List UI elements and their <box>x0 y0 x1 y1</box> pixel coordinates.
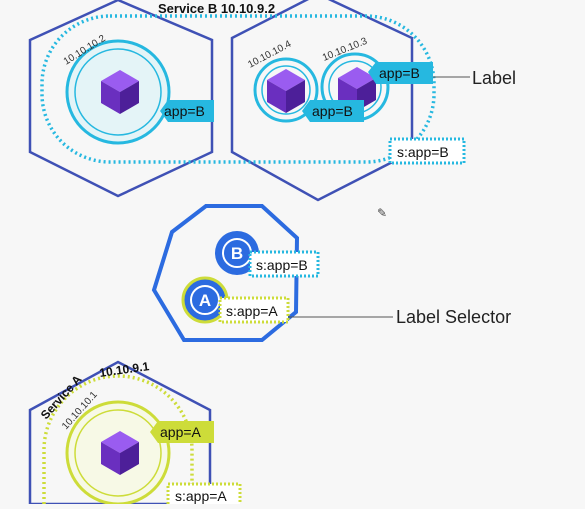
label-tag-shape <box>368 62 433 84</box>
node-hexagon <box>28 0 214 198</box>
selector-tag-box <box>218 296 290 324</box>
pod-label-tag: app=B <box>312 103 353 119</box>
service-a-pod-label: app=A <box>160 424 202 440</box>
node-hexagon <box>28 360 212 506</box>
pod-inner-circle <box>74 409 162 497</box>
service-b-selector: s:app=B <box>397 144 449 160</box>
label-tag-shape <box>302 100 364 122</box>
pod-inner-circle <box>261 65 311 115</box>
service-b-icon-ring <box>215 231 259 275</box>
service-a-icon: A <box>199 291 211 310</box>
pod-label-tag: app=B <box>164 103 205 119</box>
pencil-icon: ✎ <box>377 206 387 220</box>
proxy-a-selector: s:app=A <box>226 303 278 319</box>
proxy-b-selector: s:app=B <box>256 257 308 273</box>
label-selector-callout-text: Label Selector <box>396 307 511 327</box>
pod-label-tag: app=B <box>379 65 420 81</box>
label-tag-shape <box>150 421 214 443</box>
label-tag-shape <box>160 100 214 122</box>
pod-inner-circle <box>74 48 162 136</box>
service-a-ip: 10.10.9.1 <box>98 359 150 380</box>
label-callout-text: Label <box>472 68 516 88</box>
service-b-icon: B <box>231 244 243 263</box>
service-b-boundary <box>40 14 436 164</box>
selector-tag-box <box>388 137 466 165</box>
service-a-selector: s:app=A <box>175 488 227 504</box>
service-b-title: Service B 10.10.9.2 <box>158 1 275 16</box>
selector-tag-box <box>248 250 320 278</box>
